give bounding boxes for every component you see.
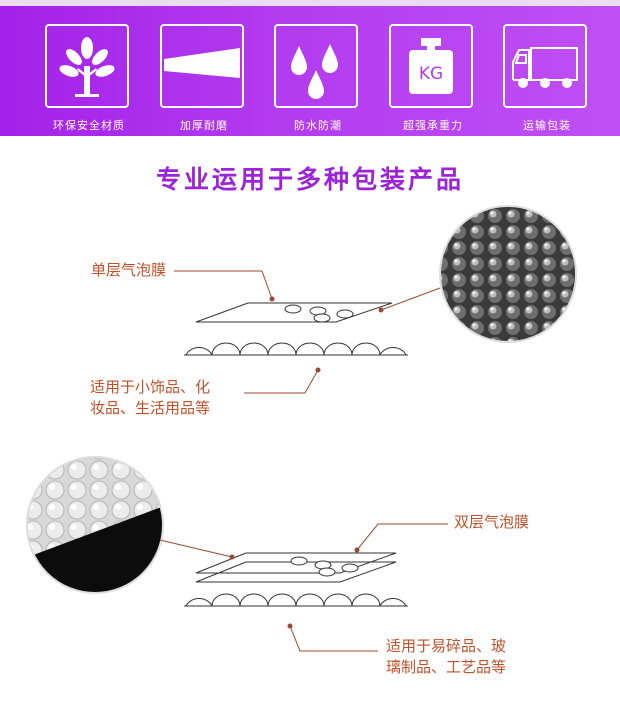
double-layer-diagram: [184, 552, 408, 607]
feature-icon-box: [45, 24, 129, 108]
feature-thick-wear: 加厚耐磨: [160, 24, 248, 133]
single-layer-usage-line1: 适用于小饰品、化: [90, 378, 211, 396]
feature-label: 环保安全材质: [53, 119, 125, 132]
leader-dots: [229, 296, 384, 629]
double-layer-usage-line2: 璃制品、工艺品等: [386, 658, 507, 676]
feature-load-bearing: KG 超强承重力: [389, 24, 477, 133]
tree-icon: [59, 37, 115, 97]
single-layer-diagram: [184, 302, 408, 356]
section-title: 专业运用于多种包装产品: [155, 165, 464, 194]
single-layer-label: 单层气泡膜: [91, 261, 167, 279]
double-layer-photo: [27, 457, 163, 593]
feature-icon-box: [503, 24, 587, 108]
feature-waterproof: 防水防潮: [274, 24, 362, 133]
leader-lines: [159, 270, 448, 652]
feature-eco-material: 环保安全材质: [45, 24, 133, 133]
single-layer-photo: [439, 205, 577, 343]
delivery-truck-icon: [512, 47, 578, 88]
feature-icon-box: KG: [389, 24, 473, 108]
feature-banner: 环保安全材质 加厚耐磨 防水防潮: [0, 0, 620, 136]
feature-transport: 运输包装: [503, 24, 591, 133]
kg-badge: KG: [419, 64, 443, 84]
single-layer-usage-line2: 妆品、生活用品等: [90, 399, 211, 417]
thick-wedge-icon: [164, 48, 240, 78]
feature-label: 防水防潮: [294, 119, 342, 132]
feature-icon-box: [274, 24, 358, 108]
feature-label: 超强承重力: [403, 119, 463, 132]
feature-label: 加厚耐磨: [180, 119, 228, 132]
double-layer-label: 双层气泡膜: [454, 513, 530, 531]
water-drops-icon: [291, 44, 338, 99]
feature-label: 运输包装: [523, 119, 571, 132]
double-layer-usage-line1: 适用于易碎品、玻: [386, 637, 507, 655]
feature-icon-box: [160, 24, 244, 108]
weight-kg-icon: KG: [409, 38, 453, 94]
